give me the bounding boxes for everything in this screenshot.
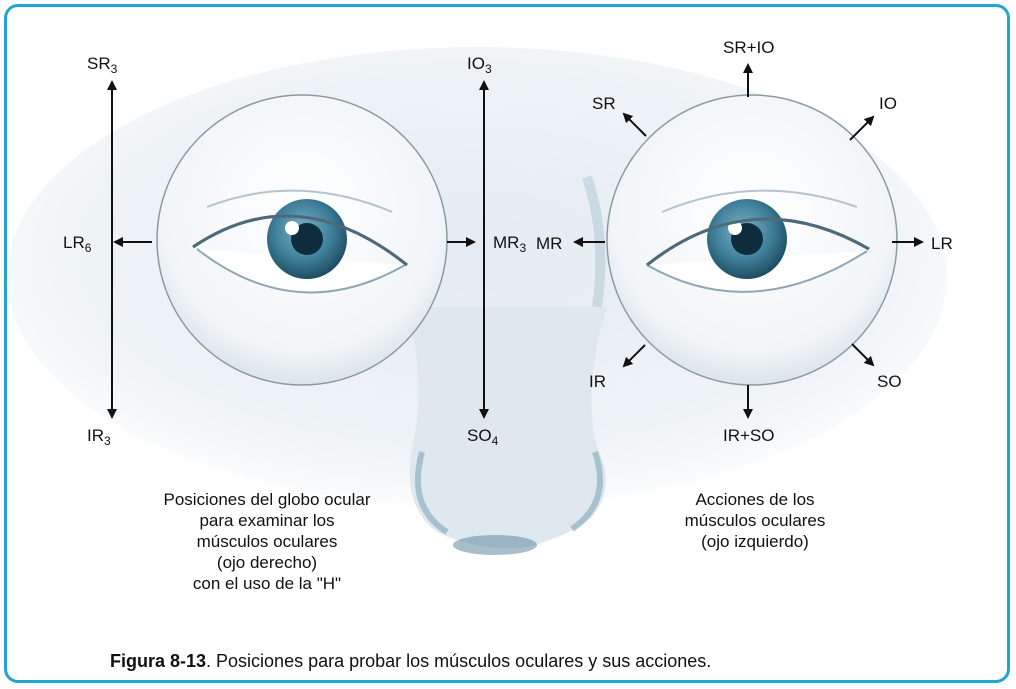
label-sr-io: SR+IO	[723, 39, 775, 56]
left-eye-caption-line: músculos oculares	[635, 510, 875, 531]
right-eye-caption-line: Posiciones del globo ocular	[117, 489, 417, 510]
label-io3: IO3	[467, 55, 492, 75]
label-so: SO	[877, 373, 902, 390]
figure-caption: Figura 8-13. Posiciones para probar los …	[110, 651, 711, 672]
label-ir: IR	[589, 373, 606, 390]
figure-caption-text: . Posiciones para probar los músculos oc…	[206, 651, 711, 671]
label-mr3: MR3	[493, 234, 526, 254]
label-sr: SR	[592, 95, 616, 112]
right-eye-caption-line: (ojo derecho)	[117, 552, 417, 573]
label-lr6: LR6	[63, 234, 91, 254]
right-eye-caption-line: con el uso de la "H"	[117, 573, 417, 594]
label-io: IO	[879, 95, 897, 112]
left-eye-caption-line: Acciones de los	[635, 489, 875, 510]
right-eye-caption-line: músculos oculares	[117, 531, 417, 552]
label-lr: LR	[931, 235, 953, 252]
label-sr3: SR3	[87, 55, 117, 75]
left-eye-lens	[607, 95, 897, 385]
arrow-io	[850, 117, 873, 140]
right-eye-caption: Posiciones del globo ocular para examina…	[117, 489, 417, 594]
figure-frame: SR3 IO3 LR6 MR3 IR3 SO4 SR+IO SR IO MR L…	[4, 4, 1010, 683]
right-eye-lens	[157, 95, 447, 385]
left-eye-caption-line: (ojo izquierdo)	[635, 531, 875, 552]
label-ir-so: IR+SO	[723, 427, 775, 444]
left-eye-caption: Acciones de los músculos oculares (ojo i…	[635, 489, 875, 552]
label-ir3: IR3	[87, 427, 111, 447]
figure-number: Figura 8-13	[110, 651, 206, 671]
label-mr: MR	[536, 235, 562, 252]
label-so4: SO4	[467, 427, 498, 447]
right-eye-caption-line: para examinar los	[117, 510, 417, 531]
